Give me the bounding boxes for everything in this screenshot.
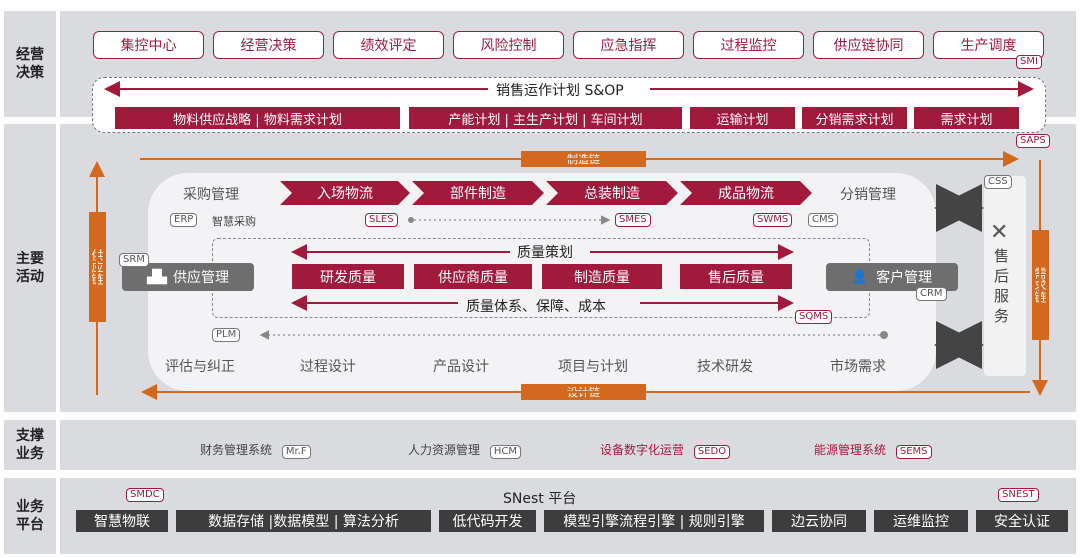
tag-saps: SAPS (1016, 134, 1050, 148)
tag-snest: SNEST (998, 488, 1039, 502)
quality-planning: 质量策划 (513, 242, 577, 262)
after-sales-label: 售后服务 (994, 247, 1010, 325)
sop-bar-capacity: 产能计划 | 主生产计划 | 车间计划 (409, 107, 682, 129)
support-system-energy: 能源管理系统 SEMS (814, 441, 932, 459)
tag-css: CSS (984, 175, 1012, 189)
sop-bar-demand: 需求计划 (914, 107, 1019, 129)
flow-step-finished: 成品物流 (680, 181, 812, 205)
tag-sqms: SQMS (795, 310, 833, 324)
bottom-flow-project: 项目与计划 (558, 359, 628, 375)
row-label-support: 支撑 业务 (4, 420, 56, 470)
after-sales-panel (984, 176, 1026, 376)
flow-step-inbound: 入场物流 (280, 181, 410, 205)
sop-bar-transport: 运输计划 (690, 107, 795, 129)
support-system-finance: 财务管理系统 Mr.F (200, 441, 311, 459)
supply-management-label: 供应管理 (173, 270, 229, 286)
quality-system: 质量体系、保障、成本 (462, 296, 610, 316)
top-button-control-center[interactable]: 集控中心 (93, 31, 204, 59)
bottom-flow-tech-rnd: 技术研发 (697, 359, 753, 375)
tag-srm: SRM (119, 253, 149, 267)
tag-swms: SWMS (753, 213, 793, 227)
tag-sles: SLES (365, 213, 398, 227)
top-button-performance[interactable]: 绩效评定 (333, 31, 444, 59)
tag-cms: CMS (808, 213, 838, 227)
top-button-risk-control[interactable]: 风险控制 (453, 31, 564, 59)
platform-title: SNest 平台 (503, 491, 577, 507)
flow-step-parts: 部件制造 (412, 181, 544, 205)
manufacturing-chain-label: 制造链 (521, 151, 646, 167)
person-icon: 👤 (851, 269, 869, 285)
flow-start: 采购管理 (183, 187, 239, 203)
design-chain-label: 设计链 (521, 384, 646, 400)
erp-sub-label: 智慧采购 (212, 215, 256, 228)
platform-bar-ops: 运维监控 (874, 510, 968, 532)
top-button-process-monitor[interactable]: 过程监控 (693, 31, 804, 59)
tools-icon: ✕ (990, 220, 1009, 245)
row-label-decision: 经营 决策 (4, 11, 56, 117)
demand-chain-label: 需求链 (1032, 230, 1049, 340)
bottom-flow-process-design: 过程设计 (300, 359, 356, 375)
flow-end: 分销管理 (840, 187, 896, 203)
tag-smi: SMI (1016, 55, 1042, 69)
platform-bar-security: 安全认证 (976, 510, 1068, 532)
support-system-equipment: 设备数字化运营 SEDO (600, 441, 731, 459)
top-button-emergency[interactable]: 应急指挥 (573, 31, 684, 59)
customer-management-box: 👤 客户管理 (826, 263, 958, 291)
supply-management-box: ▟▙ 供应管理 (122, 263, 254, 291)
sop-bar-distribution: 分销需求计划 (802, 107, 907, 129)
platform-bar-engines: 模型引擎流程引擎 | 规则引擎 (544, 510, 764, 532)
bottom-flow-market: 市场需求 (830, 359, 886, 375)
bottom-flow-product-design: 产品设计 (433, 359, 489, 375)
platform-bar-data: 数据存储 |数据模型 | 算法分析 (176, 510, 431, 532)
factory-icon: ▟▙ (147, 269, 167, 285)
quality-supplier: 供应商质量 (414, 264, 532, 289)
top-button-supply-chain[interactable]: 供应链协同 (813, 31, 924, 59)
quality-rnd: 研发质量 (292, 264, 404, 289)
customer-management-label: 客户管理 (876, 270, 933, 286)
sop-bar-material: 物料供应战略 | 物料需求计划 (115, 107, 400, 129)
platform-bar-iot: 智慧物联 (76, 510, 168, 532)
tag-smes: SMES (615, 213, 651, 227)
platform-bar-lowcode: 低代码开发 (439, 510, 536, 532)
tag-erp: ERP (170, 213, 198, 227)
bottom-flow-evaluate: 评估与纠正 (165, 359, 235, 375)
supply-chain-label: 供应链 (89, 212, 106, 322)
top-button-production-dispatch[interactable]: 生产调度 (933, 31, 1044, 59)
sop-title: 销售运作计划 S&OP (490, 80, 630, 100)
tag-smdc: SMDC (126, 488, 164, 502)
support-system-hr: 人力资源管理 HCM (408, 441, 521, 459)
tag-crm: CRM (916, 287, 947, 301)
top-button-business-decision[interactable]: 经营决策 (213, 31, 324, 59)
quality-manufacturing: 制造质量 (542, 264, 662, 289)
row-label-main: 主要 活动 (4, 124, 56, 412)
quality-after-sales: 售后质量 (680, 264, 792, 289)
tag-plm: PLM (212, 328, 241, 342)
flow-step-assembly: 总装制造 (546, 181, 678, 205)
row-label-platform: 业务 平台 (4, 478, 56, 554)
platform-bar-edge-cloud: 边云协同 (772, 510, 866, 532)
